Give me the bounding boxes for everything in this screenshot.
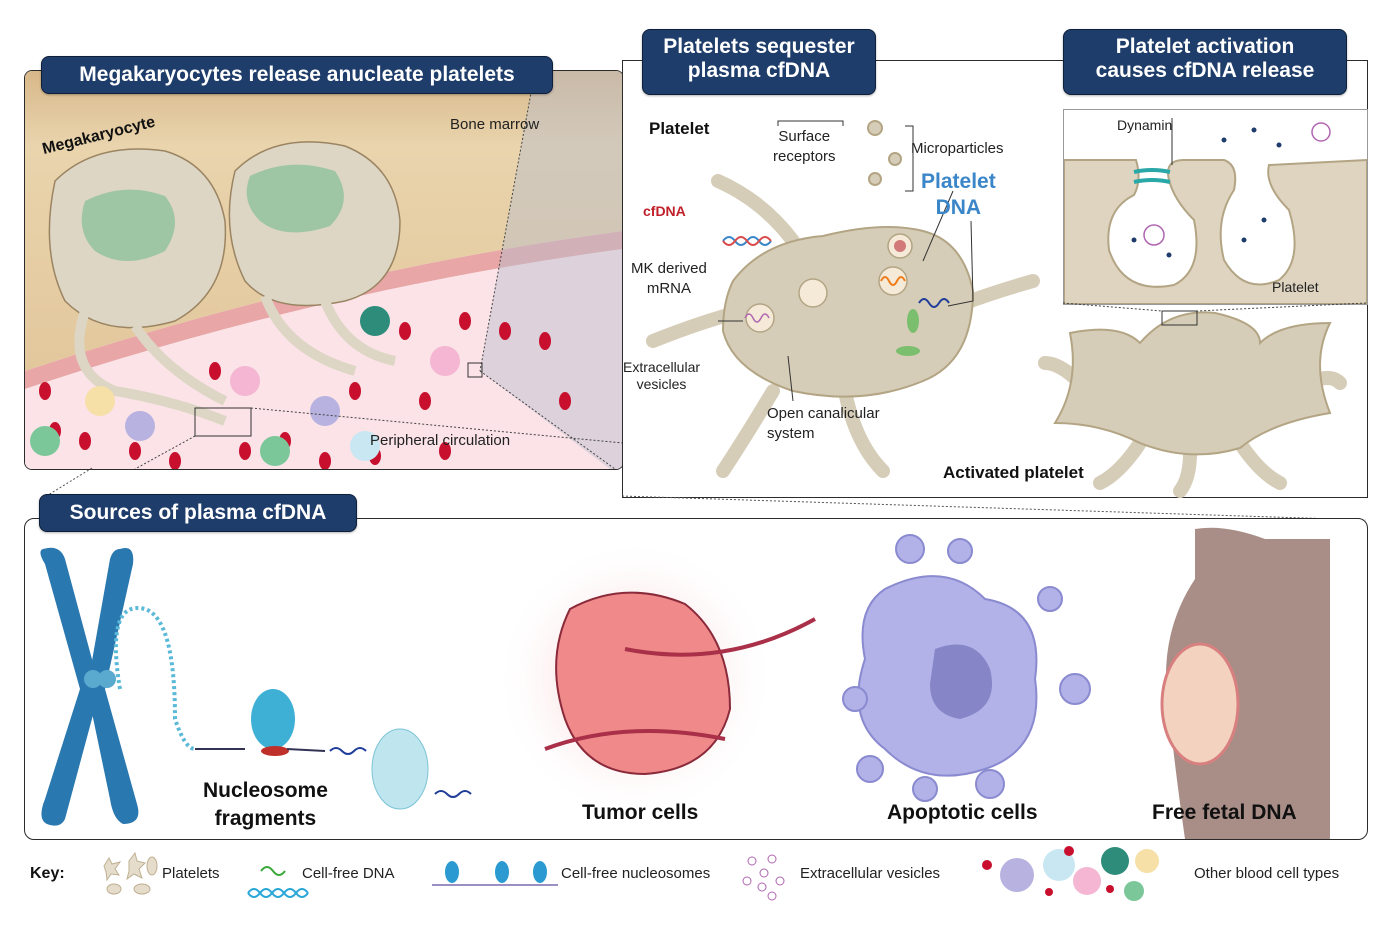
- ev-line2: vesicles: [636, 376, 687, 392]
- red-blood-cell: [169, 452, 181, 469]
- red-blood-cell: [439, 442, 451, 460]
- inset-connector: [1062, 302, 1367, 312]
- ocs-line1: Open canalicular: [767, 405, 880, 422]
- megakaryocyte-illustration: [25, 71, 623, 469]
- sequester-title-line2: plasma cfDNA: [687, 59, 831, 83]
- activation-panel-title: Platelet activation causes cfDNA release: [1063, 29, 1347, 95]
- white-blood-cell: [430, 346, 460, 376]
- peripheral-circulation-label: Peripheral circulation: [370, 432, 511, 449]
- red-blood-cell: [419, 392, 431, 410]
- megakaryocyte-panel-title: Megakaryocytes release anucleate platele…: [41, 56, 553, 94]
- legend: Key: Platelets Cell-free DNA Cell-free n…: [24, 845, 1366, 925]
- activated-platelet-illustration: [1038, 310, 1347, 498]
- nucleosome-icon: [432, 861, 558, 886]
- red-blood-cell: [349, 382, 361, 400]
- mk-mrna-line1: MK derived: [631, 260, 707, 277]
- nucleosome-line2: fragments: [214, 807, 317, 830]
- red-blood-cell: [239, 442, 251, 460]
- red-blood-cell: [39, 382, 51, 400]
- red-blood-cell: [559, 392, 571, 410]
- red-blood-cell: [459, 312, 471, 330]
- megakaryocyte-cell-1: [48, 148, 228, 426]
- sequester-panel-title: Platelets sequester plasma cfDNA: [642, 29, 876, 95]
- vesicle-icon: [742, 854, 785, 901]
- blood-cells-icon: [982, 846, 1159, 901]
- legend-title: Key:: [30, 865, 65, 882]
- source-apoptotic-label: Apoptotic cells: [887, 801, 1038, 824]
- white-blood-cell: [230, 366, 260, 396]
- mk-mrna-line2: mRNA: [646, 280, 692, 297]
- legend-blood-cells-label: Other blood cell types: [1194, 865, 1340, 882]
- megakaryocyte-panel-title-text: Megakaryocytes release anucleate platele…: [79, 63, 515, 86]
- red-blood-cell: [499, 322, 511, 340]
- red-blood-cell: [319, 452, 331, 469]
- red-blood-cell: [399, 322, 411, 340]
- source-nucleosome-label: Nucleosome fragments: [203, 777, 328, 833]
- extracellular-vesicles-label: Extracellular vesicles: [623, 359, 700, 393]
- red-blood-cell: [129, 442, 141, 460]
- platelet-inset-label: Platelet: [1272, 279, 1319, 295]
- dynamin-label: Dynamin: [1117, 117, 1173, 133]
- platelet-illustration: [646, 120, 1040, 478]
- white-blood-cell: [85, 386, 115, 416]
- red-blood-cell: [209, 362, 221, 380]
- platelet-dna-line2: DNA: [935, 196, 982, 219]
- chromosome-icon: [40, 547, 139, 826]
- white-blood-cell: [360, 306, 390, 336]
- megakaryocyte-cell-2: [228, 141, 401, 376]
- sequester-title-line1: Platelets sequester: [663, 35, 855, 58]
- sources-illustration: [40, 527, 1330, 839]
- dna-icon: [247, 866, 309, 898]
- platelet-dna-label: Platelet DNA: [921, 169, 996, 221]
- bone-marrow-label: Bone marrow: [450, 116, 540, 133]
- activated-platelet-label: Activated platelet: [943, 463, 1084, 482]
- ev-line1: Extracellular: [623, 359, 701, 375]
- source-fetal-label: Free fetal DNA: [1152, 801, 1297, 824]
- platelet-heading: Platelet: [649, 119, 710, 138]
- activation-title-line1: Platelet activation: [1115, 35, 1295, 58]
- megakaryocyte-panel: Bone marrow Peripheral circulation Megak…: [24, 70, 624, 470]
- white-blood-cell: [350, 431, 380, 461]
- surface-receptors-line2: receptors: [773, 148, 836, 165]
- white-blood-cell: [30, 426, 60, 456]
- cfdna-label: cfDNA: [643, 203, 686, 219]
- platelet-dna-line1: Platelet: [921, 170, 996, 193]
- dynamin-illustration: [1064, 118, 1367, 304]
- red-blood-cell: [79, 432, 91, 450]
- legend-platelets-label: Platelets: [162, 865, 220, 882]
- legend-nucleosome-label: Cell-free nucleosomes: [561, 865, 711, 882]
- white-blood-cell: [310, 396, 340, 426]
- white-blood-cell: [125, 411, 155, 441]
- legend-vesicles-label: Extracellular vesicles: [800, 865, 941, 882]
- sources-panel-title-text: Sources of plasma cfDNA: [69, 501, 327, 524]
- nucleosome-line1: Nucleosome: [203, 779, 328, 802]
- activation-title-line2: causes cfDNA release: [1095, 59, 1315, 83]
- surface-receptors-line1: Surface: [778, 128, 831, 145]
- activation-inset: Dynamin Platelet: [1063, 109, 1368, 305]
- white-blood-cell: [260, 436, 290, 466]
- open-canalicular-label: Open canalicular system: [767, 404, 880, 444]
- microparticles-label: Microparticles: [911, 140, 1004, 157]
- sources-panel-title: Sources of plasma cfDNA: [39, 494, 357, 532]
- source-tumor-label: Tumor cells: [582, 801, 699, 824]
- legend-dna-label: Cell-free DNA: [302, 865, 395, 882]
- red-blood-cell: [539, 332, 551, 350]
- sources-panel: Nucleosome fragments Tumor cells Apoptot…: [24, 518, 1368, 840]
- platelets-icon: [103, 851, 158, 895]
- ocs-line2: system: [767, 425, 815, 442]
- mk-mrna-label: MK derived mRNA: [631, 259, 707, 299]
- surface-receptors-label: Surface receptors: [773, 127, 836, 167]
